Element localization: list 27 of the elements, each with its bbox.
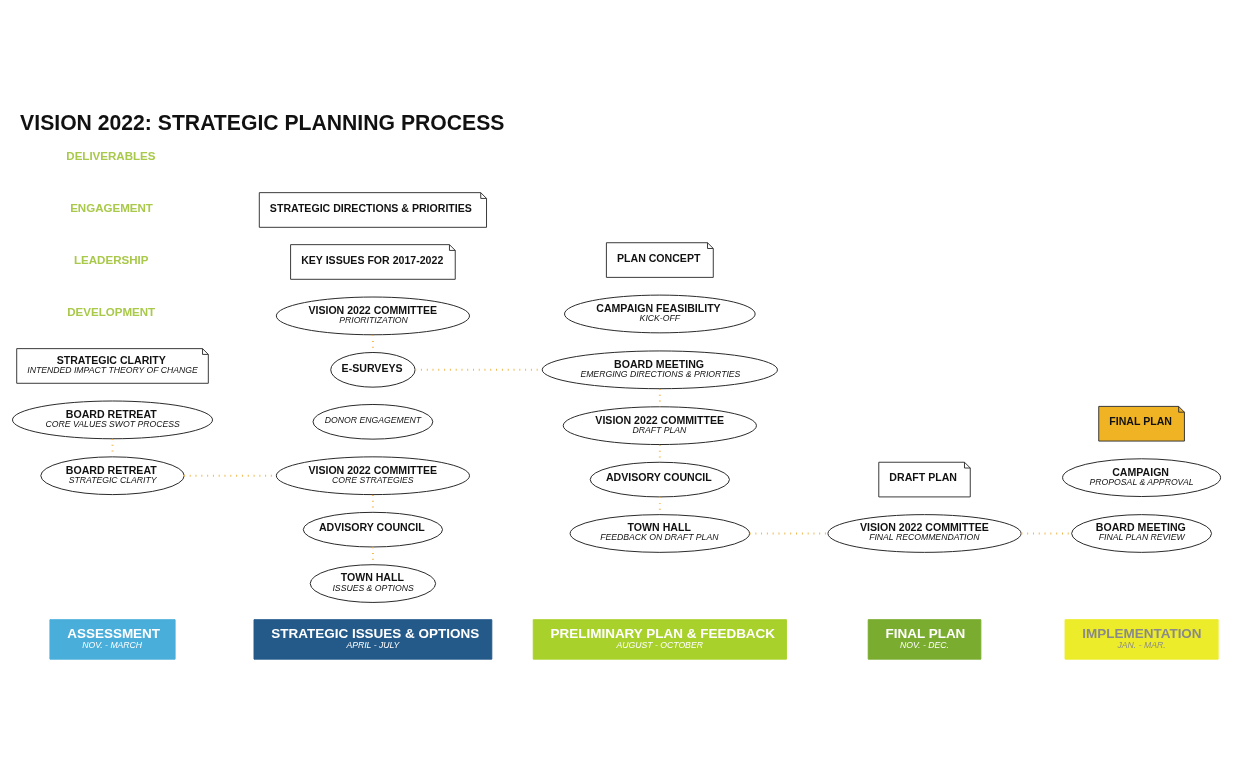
diagram-title: VISION 2022: STRATEGIC PLANNING PROCESS — [20, 110, 505, 134]
node-ellipse: DONOR ENGAGEMENT — [312, 404, 434, 440]
node-ellipse: VISION 2022 COMMITTEE PRIORITIZATION — [275, 296, 470, 336]
node-ellipse: VISION 2022 COMMITTEE CORE STRATEGIES — [275, 456, 470, 496]
label: LEADERSHIP — [74, 254, 149, 266]
node-ellipse: E-SURVEYS — [330, 352, 416, 388]
node-ellipse: TOWN HALL FEEDBACK ON DRAFT PLAN — [569, 514, 751, 553]
node-ellipse: CAMPAIGN FEASIBILITY KICK-OFF — [564, 294, 756, 334]
node-ellipse: BOARD MEETING FINAL PLAN REVIEW — [1071, 514, 1212, 553]
node-ellipse: BOARD MEETING EMERGING DIRECTIONS & PRIORTIES — [541, 350, 778, 390]
node-ellipse: ADVISORY COUNCIL — [589, 461, 730, 498]
node-ellipse: TOWN HALL ISSUES & OPTIONS — [309, 564, 437, 603]
node-ellipse: BOARD RETREAT STRATEGIC CLARITY — [40, 456, 185, 496]
connector — [748, 532, 829, 535]
node-box: IMPLEMENTATION JAN. - MAR. — [1064, 619, 1219, 660]
node-box: STRATEGIC ISSUES & OPTIONS APRIL - JULY — [253, 619, 493, 660]
node-ellipse: ADVISORY COUNCIL — [302, 511, 444, 548]
label: DELIVERABLES — [66, 150, 156, 163]
label: ENGAGEMENT — [70, 202, 153, 215]
node-ellipse: VISION 2022 COMMITTEE FINAL RECOMMENDATION — [827, 514, 1022, 553]
node-box: FINAL PLAN NOV. - DEC. — [867, 619, 982, 660]
node-box: ASSESSMENT NOV. - MARCH — [49, 619, 176, 660]
node-ellipse: CAMPAIGN PROPOSAL & APPROVAL — [1062, 458, 1222, 497]
label: DEVELOPMENT — [67, 305, 156, 318]
node-ellipse: BOARD RETREAT CORE VALUES SWOT PROCESS — [12, 400, 213, 440]
node-ellipse: VISION 2022 COMMITTEE DRAFT PLAN — [562, 406, 757, 445]
node-box: PRELIMINARY PLAN & FEEDBACK AUGUST - OCTOBER — [532, 619, 787, 660]
